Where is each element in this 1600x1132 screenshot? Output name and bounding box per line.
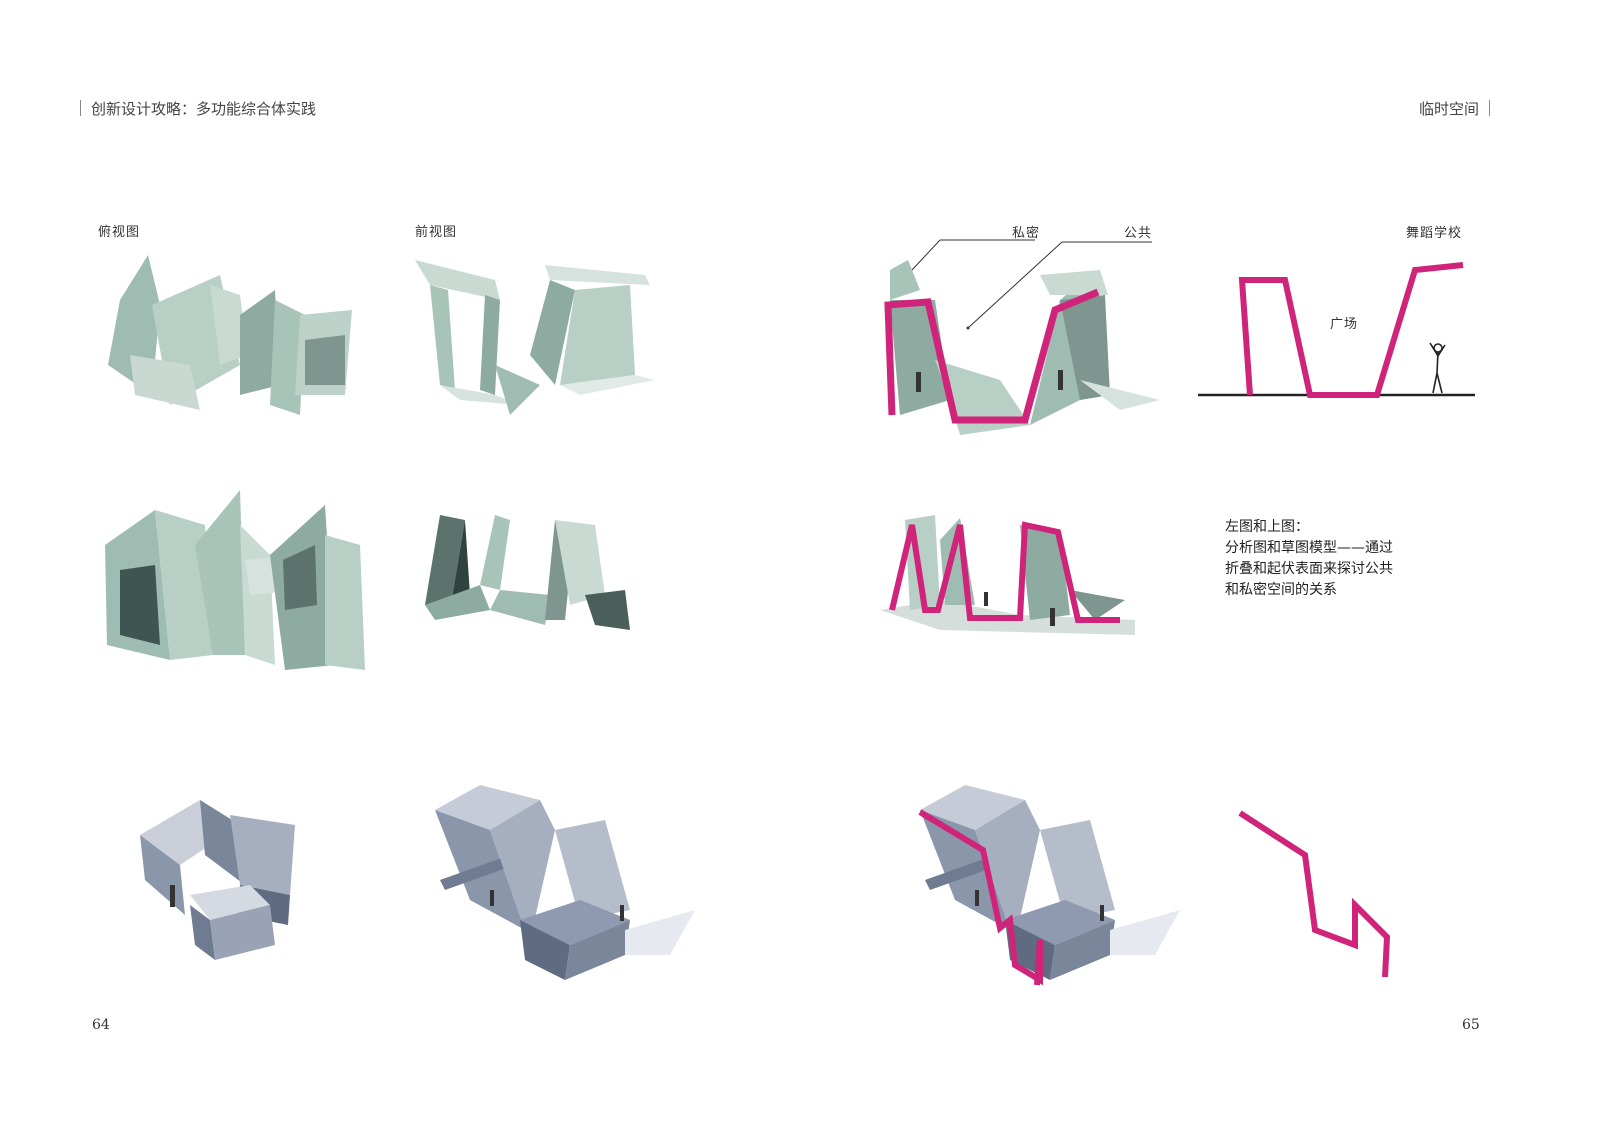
caption-line: 和私密空间的关系 — [1225, 582, 1337, 598]
dance-school-section-diagram — [1198, 262, 1475, 398]
zigzag-section-diagram — [1238, 810, 1391, 978]
top-view-model-image-1 — [108, 255, 352, 415]
running-head-right: 临时空间 — [1419, 98, 1490, 119]
top-view-model-image-2 — [105, 490, 365, 670]
glass-model-image-1 — [140, 800, 295, 960]
divider-bar — [1489, 100, 1490, 116]
running-head-left: 创新设计攻略：多功能综合体实践 — [80, 98, 316, 119]
plaza-label: 广场 — [1330, 317, 1359, 332]
caption-line: 分析图和草图模型——通过 — [1225, 540, 1393, 556]
glass-model-image-2 — [435, 785, 695, 980]
page-number-right: 65 — [1462, 1017, 1480, 1033]
analysis-model-image-2 — [880, 515, 1135, 635]
page-number-left: 64 — [92, 1017, 110, 1033]
analysis-model-image-1 — [884, 239, 1160, 435]
public-label: 公共 — [1124, 226, 1153, 241]
chapter-title: 临时空间 — [1418, 100, 1479, 118]
caption-line: 左图和上图： — [1225, 519, 1309, 535]
front-view-model-image-1 — [415, 260, 655, 415]
caption-line: 折叠和起伏表面来探讨公共 — [1225, 561, 1393, 577]
top-view-label: 俯视图 — [98, 225, 141, 240]
dance-school-label: 舞蹈学校 — [1406, 226, 1463, 241]
divider-bar — [80, 100, 81, 116]
glass-analysis-model-image — [918, 785, 1180, 986]
dancer-figure — [1429, 342, 1446, 394]
private-label: 私密 — [1012, 226, 1041, 241]
book-title: 创新设计攻略：多功能综合体实践 — [91, 100, 317, 118]
front-view-label: 前视图 — [415, 225, 458, 240]
figure-caption: 左图和上图： 分析图和草图模型——通过 折叠和起伏表面来探讨公共 和私密空间的关… — [1225, 517, 1393, 601]
front-view-model-image-2 — [425, 515, 630, 630]
